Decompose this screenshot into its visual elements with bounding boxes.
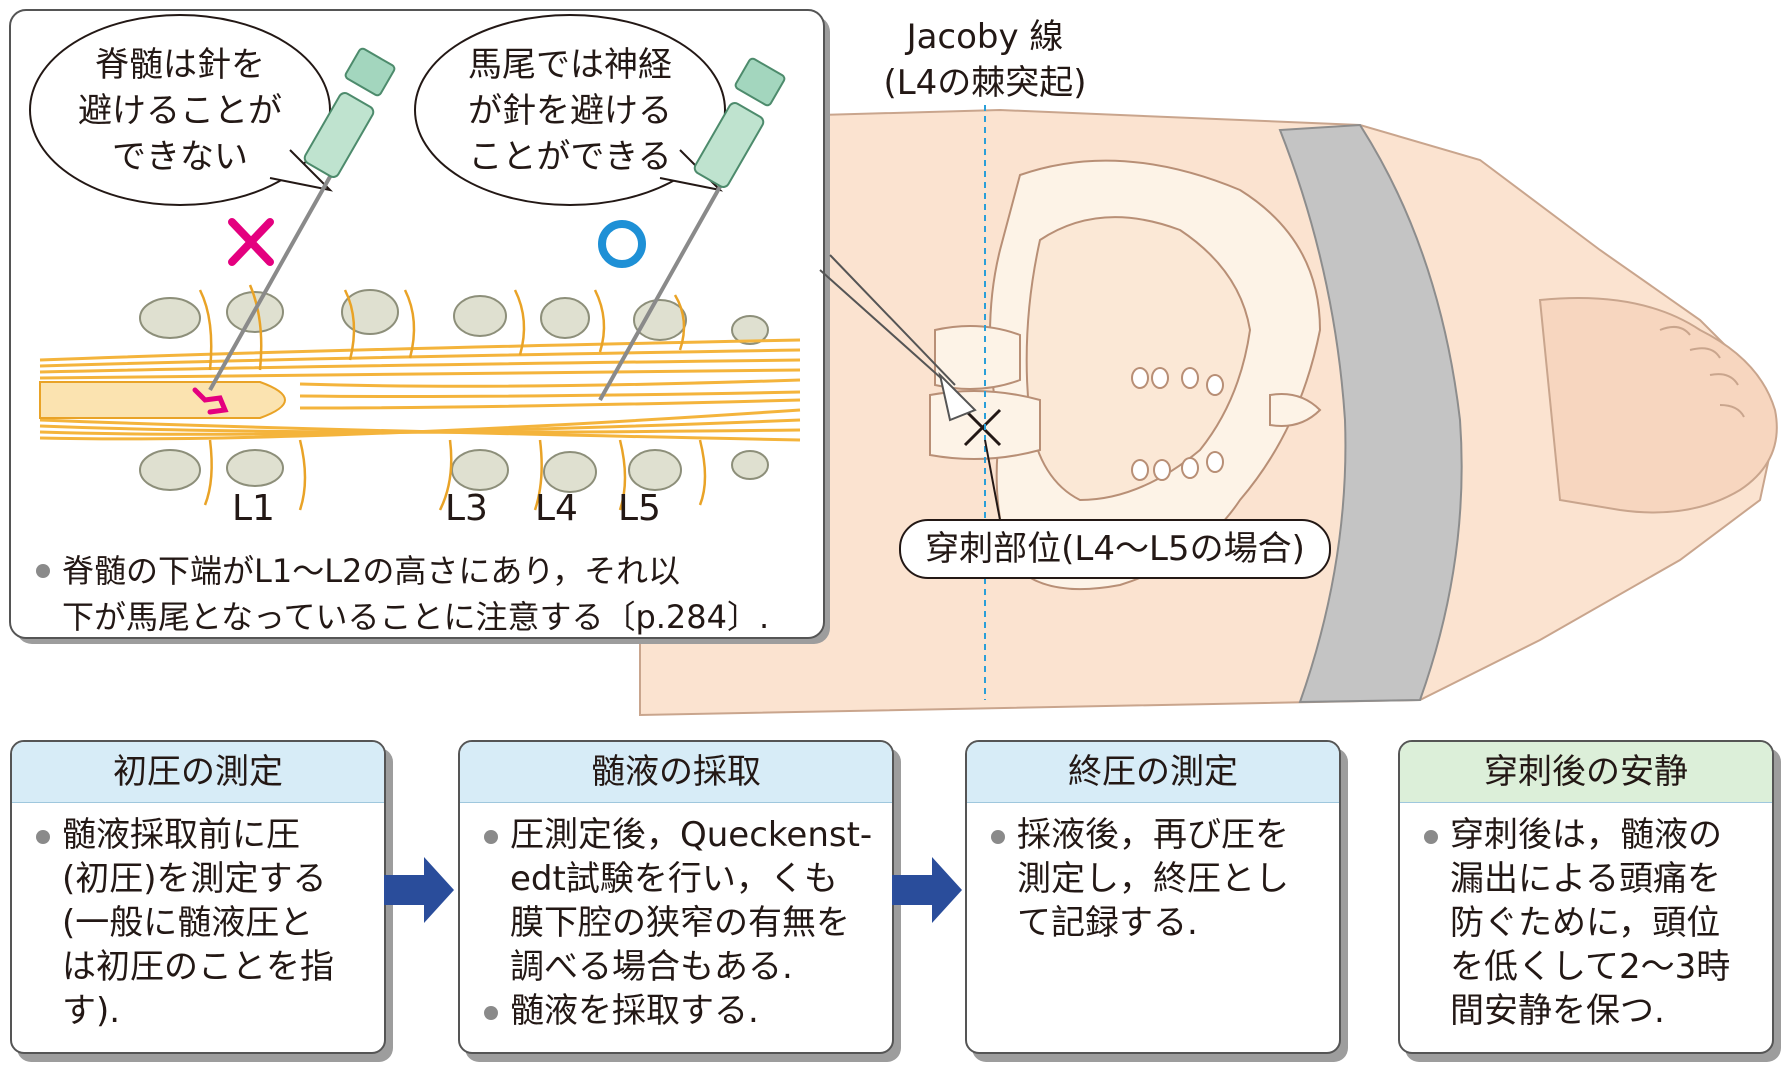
step-item: 髄液採取前に圧 (初圧)を測定する (一般に髄液圧と は初圧のことを指 す). [30, 813, 370, 1033]
speech-bubbles [29, 14, 726, 206]
step-item: 穿刺後は，髄液の 漏出による頭痛を 防ぐために，頭位 を低くして2〜3時 間安静… [1418, 813, 1758, 1033]
label-l5: L5 [618, 488, 661, 529]
step-item: 髄液を採取する. [478, 989, 878, 1033]
step-title: 終圧の測定 [967, 742, 1339, 803]
step-card-final-pressure: 終圧の測定 採液後，再び圧を 測定し，終圧とし て記録する. [965, 740, 1341, 1054]
label-l3: L3 [445, 488, 488, 529]
step-item: 採液後，再び圧を 測定し，終圧とし て記録する. [985, 813, 1325, 945]
jacoby-label: Jacoby 線 (L4の棘突起) [883, 17, 1087, 103]
lumbar-puncture-illustration [9, 9, 1778, 717]
label-l1: L1 [232, 488, 275, 529]
flow-arrow-icon [892, 857, 962, 923]
step-title: 初圧の測定 [12, 742, 384, 803]
label-l4: L4 [535, 488, 578, 529]
note-line-1: 脊髄の下端がL1〜L2の高さにあり，それ以 [62, 552, 681, 590]
needle-left-icon [208, 47, 396, 391]
correct-mark-icon [598, 220, 646, 268]
flow-arrow-icon [384, 857, 454, 923]
spinal-canal [39, 284, 801, 511]
step-card-post-rest: 穿刺後の安静 穿刺後は，髄液の 漏出による頭痛を 防ぐために，頭位 を低くして2… [1398, 740, 1774, 1054]
step-item: 圧測定後，Queckenst- edt試験を行い，くも 膜下腔の狭窄の有無を 調… [478, 813, 878, 989]
step-title: 穿刺後の安静 [1400, 742, 1772, 803]
puncture-site-label: 穿刺部位(L4〜L5の場合) [925, 529, 1305, 569]
step-card-initial-pressure: 初圧の測定 髄液採取前に圧 (初圧)を測定する (一般に髄液圧と は初圧のことを… [10, 740, 386, 1054]
bubble-left-text: 脊髄は針を 避けることが できない [78, 45, 282, 177]
wrong-mark-icon [228, 218, 274, 266]
step-card-csf-collection: 髄液の採取 圧測定後，Queckenst- edt試験を行い，くも 膜下腔の狭窄… [458, 740, 894, 1054]
needle-right-icon [598, 57, 786, 401]
bubble-right-text: 馬尾では神経 が針を避ける ことができる [468, 45, 672, 177]
inset-note: 脊髄の下端がL1〜L2の高さにあり，それ以 下が馬尾となっていることに注意する〔… [30, 548, 820, 640]
note-line-2: 下が馬尾となっていることに注意する〔p.284〕. [62, 598, 770, 636]
step-title: 髄液の採取 [460, 742, 892, 803]
